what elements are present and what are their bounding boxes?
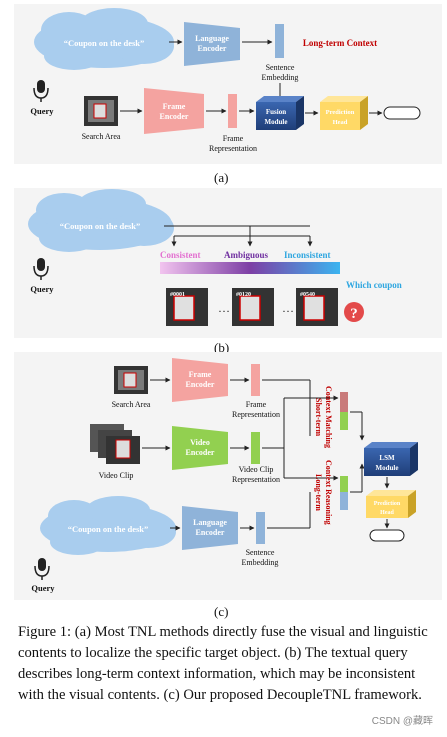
prediction-head-label-2: Head <box>380 510 394 516</box>
figure-caption: Figure 1: (a) Most TNL methods directly … <box>18 624 428 703</box>
language-encoder-label-2: Encoder <box>198 44 227 53</box>
prediction-head <box>320 96 368 130</box>
prediction-head-label-1: Prediction <box>326 109 355 116</box>
sentence-embedding-label-2: Embedding <box>242 558 279 567</box>
frame-encoder <box>172 358 228 402</box>
long-term-context-label: Long-term Context <box>303 38 377 48</box>
question-mark-icon: ? <box>344 302 364 322</box>
frame-thumbnail-2 <box>232 288 274 326</box>
panel-a-label: (a) <box>214 170 229 185</box>
video-clip-representation-bar <box>251 432 260 464</box>
search-image-icon <box>114 366 148 394</box>
video-encoder-label-2: Encoder <box>186 448 215 457</box>
video-clip-icon <box>90 424 140 464</box>
frame-representation-label-2: Representation <box>232 410 280 419</box>
consistent-label: Consistent <box>160 250 201 260</box>
short-term-feature-bar <box>340 392 348 412</box>
query-label: Query <box>30 284 54 294</box>
microphone-icon <box>33 80 49 102</box>
language-encoder-label-1: Language <box>195 34 229 43</box>
fusion-module <box>256 96 304 130</box>
svg-text:?: ? <box>350 306 358 322</box>
frame-representation-label-1: Frame <box>246 400 267 409</box>
sentence-embedding-bar <box>275 24 284 58</box>
prediction-head-label-2: Head <box>333 119 348 126</box>
context-reasoning-label: Context Reasoning <box>324 460 333 525</box>
prediction-head <box>366 490 416 518</box>
video-clip-label: Video Clip <box>99 471 134 480</box>
language-encoder-label-1: Language <box>193 518 227 527</box>
panel-c: Search Area Frame Encoder Frame Represen… <box>14 352 442 600</box>
sentence-embedding-bar <box>256 512 265 544</box>
sentence-embedding-label-1: Sentence <box>266 63 295 72</box>
query-label: Query <box>30 106 54 116</box>
ellipsis-2: … <box>282 301 294 315</box>
frame-id-2: #0120 <box>236 292 251 298</box>
frame-representation-label-2: Representation <box>209 144 257 153</box>
ellipsis-1: … <box>218 301 230 315</box>
long-term-feature-bar <box>340 476 348 492</box>
frame-id-1: #0001 <box>170 292 185 298</box>
language-encoder-label-2: Encoder <box>196 528 225 537</box>
lsm-module-label-2: Module <box>376 464 399 472</box>
frame-representation-bar <box>228 94 237 128</box>
sentence-embedding-label-1: Sentence <box>246 548 275 557</box>
inconsistent-label: Inconsistent <box>284 250 331 260</box>
frame-representation-label-1: Frame <box>223 134 244 143</box>
frame-thumbnail-1 <box>166 288 208 326</box>
language-encoder <box>184 22 240 66</box>
frame-encoder-label-1: Frame <box>163 102 186 111</box>
fusion-module-label-2: Module <box>265 118 288 126</box>
search-area-label: Search Area <box>82 132 121 141</box>
output-terminal <box>369 529 405 542</box>
search-image-icon <box>84 96 118 126</box>
long-term-feature-bar-2 <box>340 492 348 510</box>
microphone-icon <box>34 558 50 580</box>
video-encoder <box>172 426 228 470</box>
frame-id-3: #0540 <box>300 292 315 298</box>
frame-encoder-label-2: Encoder <box>186 380 215 389</box>
microphone-icon <box>33 258 49 280</box>
panel-b: “Coupon on the desk” Consistent Ambiguou… <box>14 188 442 338</box>
long-term-label: Long-term <box>314 474 323 511</box>
lsm-module-label-1: LSM <box>379 454 395 462</box>
ambiguous-label: Ambiguous <box>224 250 269 260</box>
prediction-head-label-1: Prediction <box>374 501 401 507</box>
query-label: Query <box>31 583 55 593</box>
frame-representation-bar <box>251 364 260 396</box>
query-cloud <box>40 496 176 555</box>
lsm-module <box>364 442 418 476</box>
context-matching-label: Context Matching <box>324 386 333 448</box>
panel-b-label: (b) <box>214 340 230 355</box>
search-area-label: Search Area <box>112 400 151 409</box>
fusion-module-label-1: Fusion <box>266 108 286 116</box>
short-term-feature-bar-2 <box>340 412 348 430</box>
video-encoder-label-1: Video <box>190 438 210 447</box>
output-terminal <box>383 106 421 120</box>
cloud-text: “Coupon on the desk” <box>68 524 149 534</box>
watermark: CSDN @藏晖 <box>371 716 433 727</box>
frame-encoder-label-2: Encoder <box>160 112 189 121</box>
query-cloud <box>34 8 174 70</box>
video-clip-representation-label-1: Video Clip <box>239 465 274 474</box>
which-coupon-label: Which coupon <box>346 280 402 290</box>
consistency-gradient-bar <box>160 262 340 274</box>
language-encoder <box>182 506 238 550</box>
frame-encoder-label-1: Frame <box>189 370 212 379</box>
sentence-embedding-label-2: Embedding <box>262 73 299 82</box>
frame-thumbnail-3 <box>296 288 338 326</box>
panel-a: “Coupon on the desk” Language Encoder Se… <box>14 4 442 164</box>
frame-encoder <box>144 88 204 134</box>
cloud-text: “Coupon on the desk” <box>60 221 141 231</box>
query-cloud <box>28 189 174 252</box>
video-clip-representation-label-2: Representation <box>232 475 280 484</box>
panel-c-label: (c) <box>214 604 229 619</box>
short-term-label: Short-term <box>314 398 323 437</box>
cloud-text: “Coupon on the desk” <box>64 38 145 48</box>
